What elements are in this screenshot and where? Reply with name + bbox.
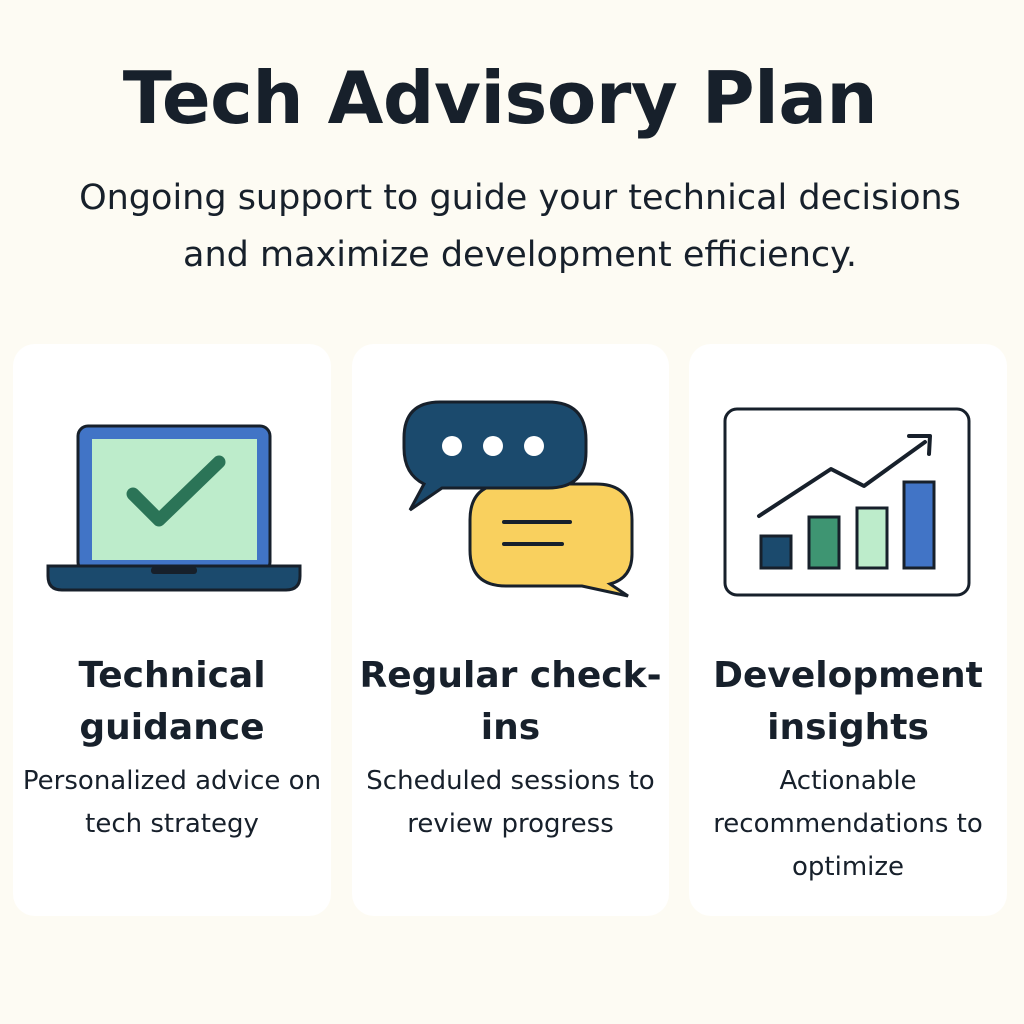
- chart-bar: [855, 506, 889, 570]
- typing-dot: [524, 436, 544, 456]
- page-title: Tech Advisory Plan: [122, 56, 878, 140]
- navy-chat-bubble: [402, 400, 588, 512]
- typing-dot: [483, 436, 503, 456]
- laptop-check-icon: [46, 424, 302, 592]
- card-description: Personalized advice on tech strategy: [22, 766, 322, 839]
- feature-card-regular-check-ins: Regular check-ins Scheduled sessions to …: [352, 344, 669, 916]
- card-title: Technical guidance: [78, 655, 266, 748]
- card-description: Scheduled sessions to review progress: [366, 766, 655, 839]
- page-subtitle: Ongoing support to guide your technical …: [79, 178, 961, 275]
- chat-bubbles-icon: [402, 400, 634, 598]
- feature-card-technical-guidance: Technical guidance Personalized advice o…: [13, 344, 331, 916]
- chart-bar: [807, 515, 841, 570]
- checkmark: [126, 455, 226, 527]
- growth-chart-icon: [723, 407, 971, 597]
- card-title: Regular check-ins: [359, 655, 662, 748]
- chart-bar: [759, 534, 793, 570]
- chart-bar: [902, 480, 936, 570]
- yellow-chat-bubble: [468, 482, 634, 598]
- typing-dot: [442, 436, 462, 456]
- trend-line: [757, 440, 927, 518]
- arrow-head: [907, 434, 932, 456]
- laptop-notch: [151, 567, 197, 574]
- card-description: Actionable recommendations to optimize: [713, 766, 983, 882]
- laptop-base: [46, 564, 302, 592]
- card-title: Development insights: [713, 655, 983, 748]
- feature-card-development-insights: Development insights Actionable recommen…: [689, 344, 1007, 916]
